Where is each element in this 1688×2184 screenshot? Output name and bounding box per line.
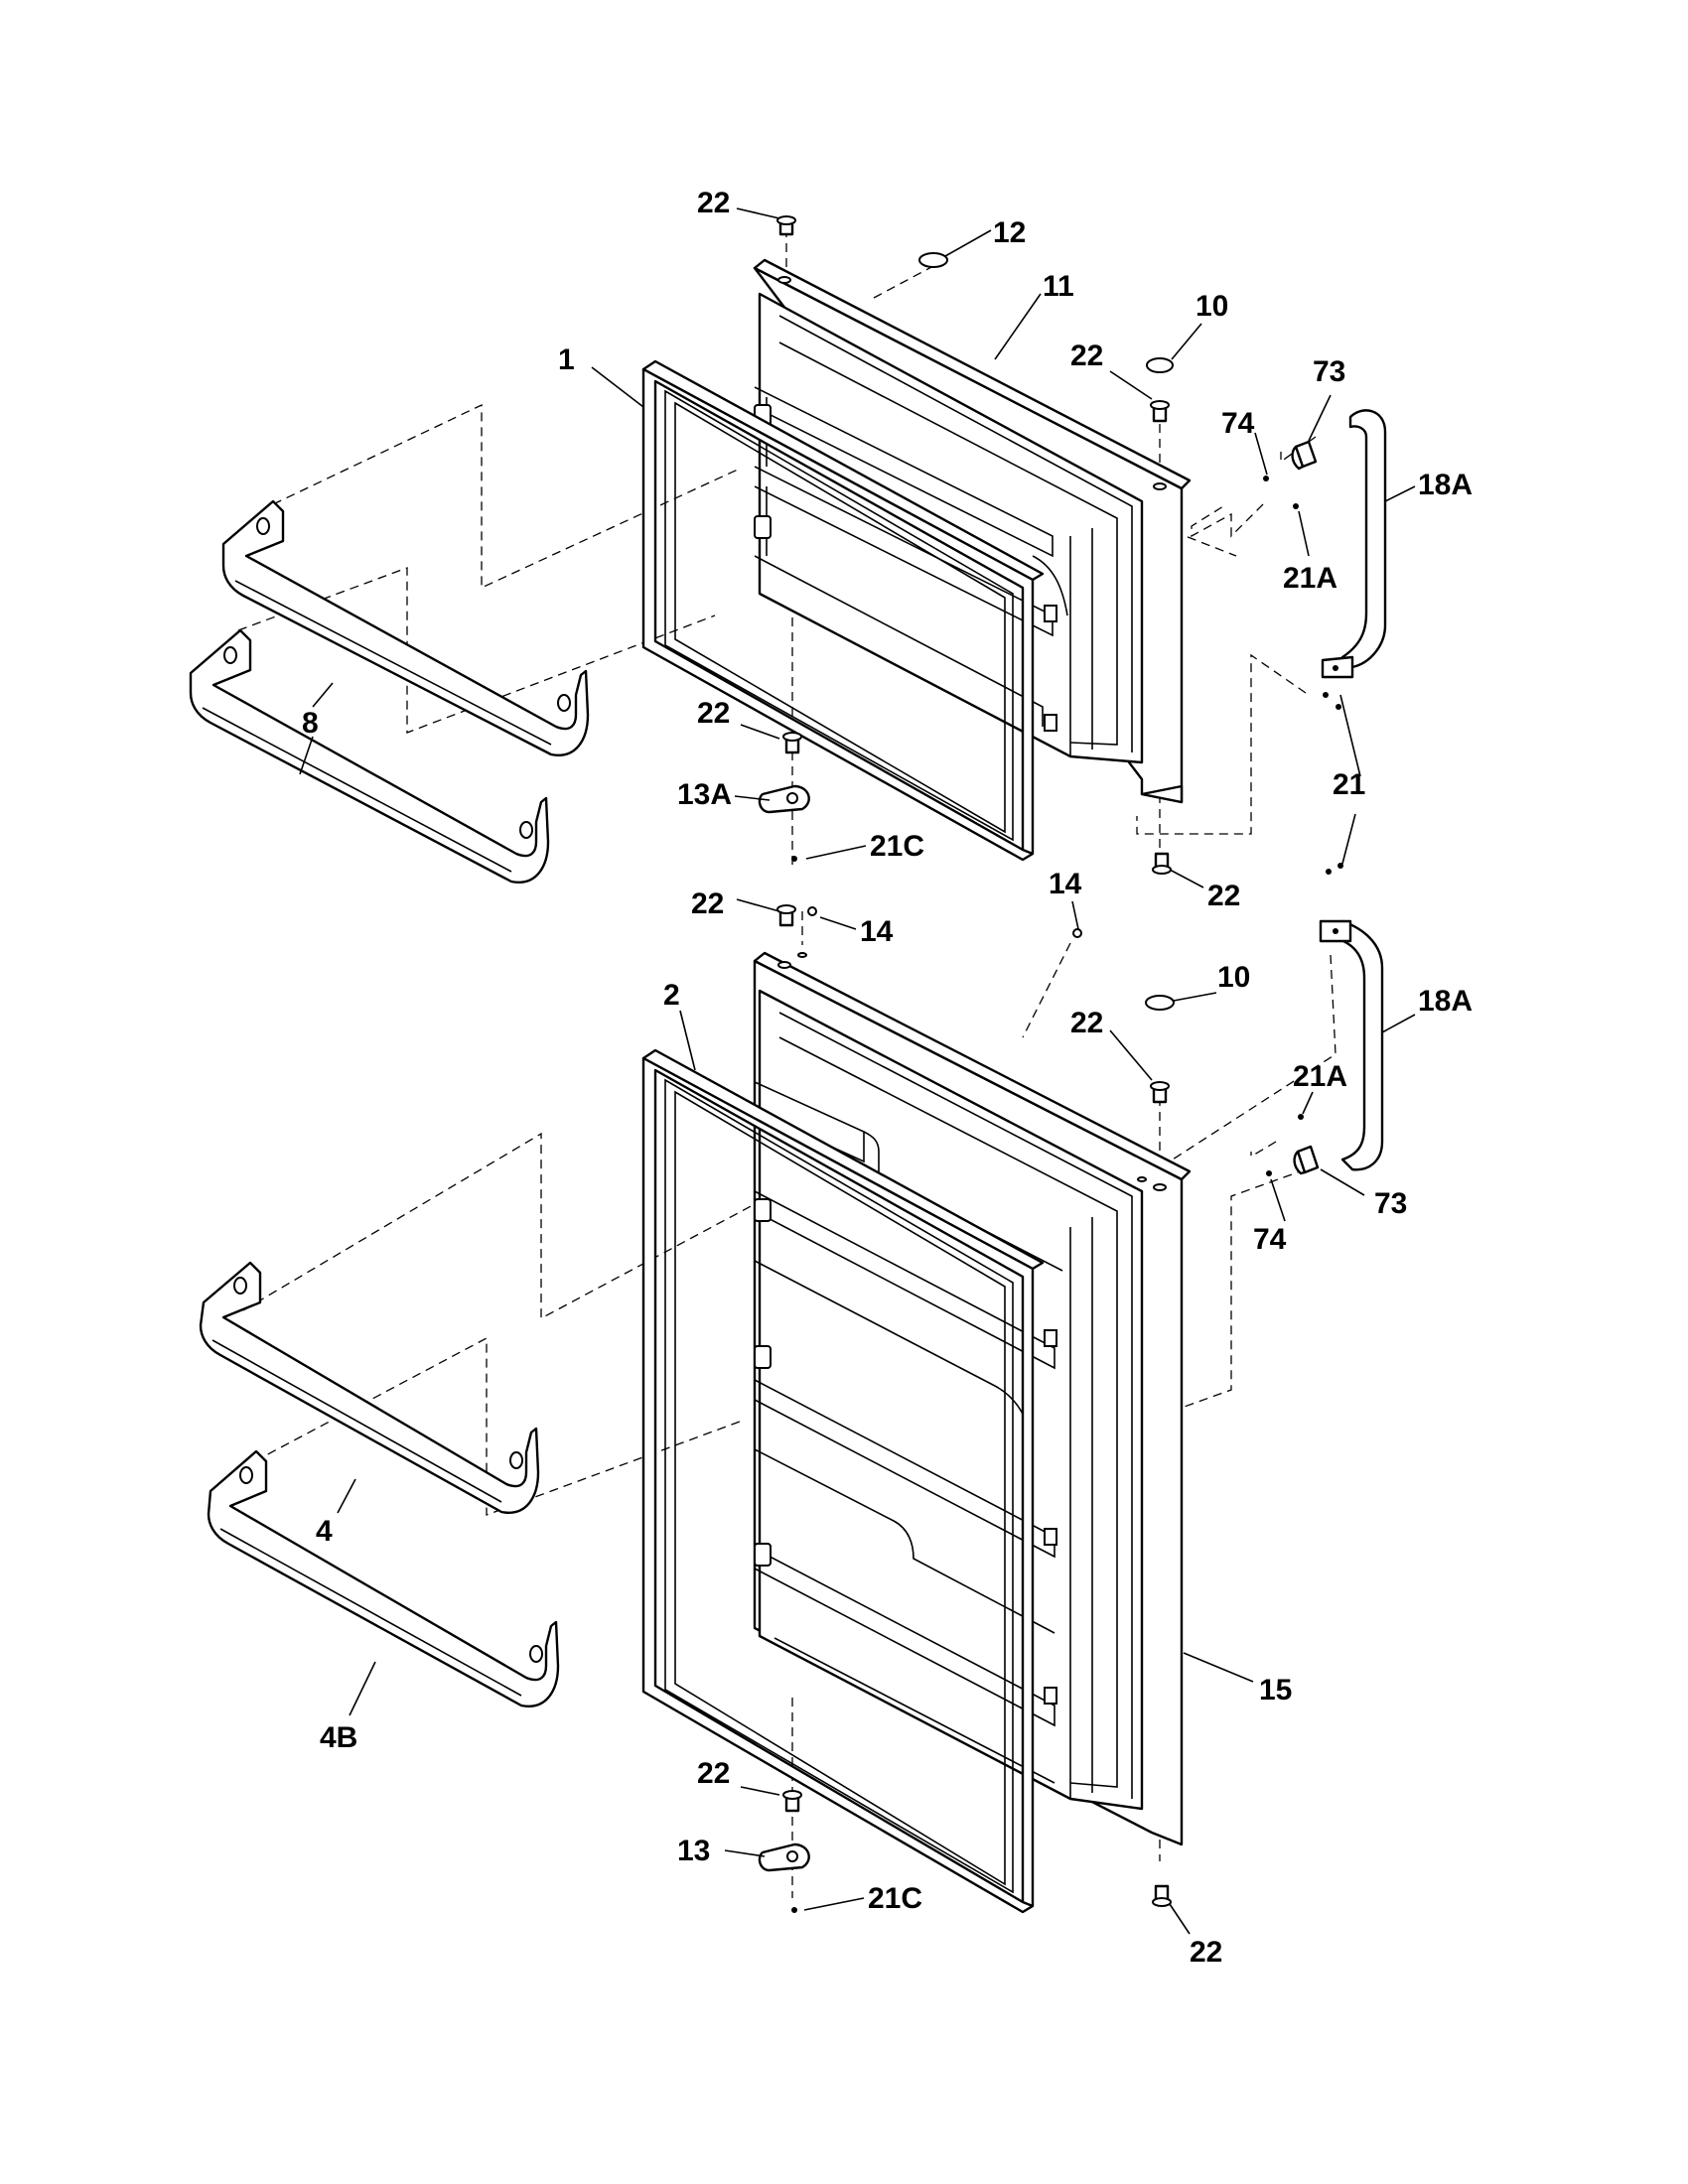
hinge-pin [782, 1790, 802, 1813]
hinge-pin [1150, 1081, 1170, 1104]
label-21C-upper: 21C [870, 830, 924, 863]
hinge-13 [758, 1843, 810, 1872]
label-21A-upper: 21A [1283, 562, 1337, 595]
hinge-pin [776, 904, 796, 927]
hinge-pin [1152, 852, 1172, 875]
label-14-top: 14 [1049, 868, 1082, 900]
label-74-upper: 74 [1221, 407, 1255, 440]
label-13A: 13A [677, 778, 732, 811]
label-2: 2 [663, 979, 680, 1012]
leader-lines [299, 207, 1416, 1935]
label-21C-lower: 21C [868, 1882, 922, 1915]
label-22-lower-hinge: 22 [697, 1757, 730, 1790]
fresh-food-door-gasket [641, 1048, 1045, 1914]
door-shelf-upper-2 [189, 628, 550, 884]
label-11: 11 [1043, 270, 1074, 303]
label-10-upper: 10 [1196, 290, 1228, 323]
handle-upper [1321, 409, 1387, 679]
label-22-lower-top: 22 [691, 887, 724, 920]
label-73-lower: 73 [1374, 1187, 1407, 1220]
cap-10-lower [1145, 995, 1175, 1011]
label-8: 8 [302, 707, 319, 740]
label-22-upper-hinge: 22 [697, 697, 730, 730]
door-shelf-lower-1 [199, 1261, 540, 1514]
label-18A-lower: 18A [1418, 985, 1473, 1018]
door-shelf-lower-2 [207, 1449, 560, 1707]
hinge-pin [782, 732, 802, 754]
hinge-pin [1150, 400, 1170, 423]
door-shelf-upper-1 [221, 499, 590, 756]
label-13: 13 [677, 1835, 710, 1867]
handle-clip-lower [1293, 1145, 1320, 1175]
hinge-pin [776, 215, 796, 236]
cap-10-upper [1146, 357, 1174, 373]
label-22-bottom: 22 [1190, 1936, 1222, 1969]
hinge-pin [1152, 1884, 1172, 1907]
label-14-mid: 14 [860, 915, 894, 948]
label-22-upper-right: 22 [1070, 340, 1103, 372]
callout-labels: 22 12 11 10 1 22 73 74 18A 21A 8 22 13A … [302, 187, 1473, 1969]
label-18A-upper: 18A [1418, 469, 1473, 501]
label-21A-lower: 21A [1293, 1060, 1347, 1093]
screws [791, 476, 1343, 1913]
freezer-door [753, 258, 1192, 804]
label-4B: 4B [320, 1721, 357, 1754]
label-15: 15 [1259, 1674, 1292, 1706]
fresh-food-door [753, 951, 1192, 1846]
label-10-lower: 10 [1217, 961, 1250, 994]
label-74-lower: 74 [1253, 1223, 1287, 1256]
handle-clip-upper [1291, 440, 1318, 471]
label-1: 1 [558, 343, 575, 376]
label-22-top: 22 [697, 187, 730, 219]
cap-12 [918, 252, 948, 268]
label-21: 21 [1333, 768, 1365, 801]
label-12: 12 [993, 216, 1026, 249]
freezer-door-gasket [641, 359, 1045, 862]
handle-lower [1319, 919, 1384, 1171]
hinge-13A [758, 784, 810, 814]
label-4: 4 [316, 1515, 333, 1548]
label-22-upper-bottom: 22 [1207, 880, 1240, 912]
label-22-lower-right: 22 [1070, 1007, 1103, 1039]
label-73-upper: 73 [1313, 355, 1345, 388]
